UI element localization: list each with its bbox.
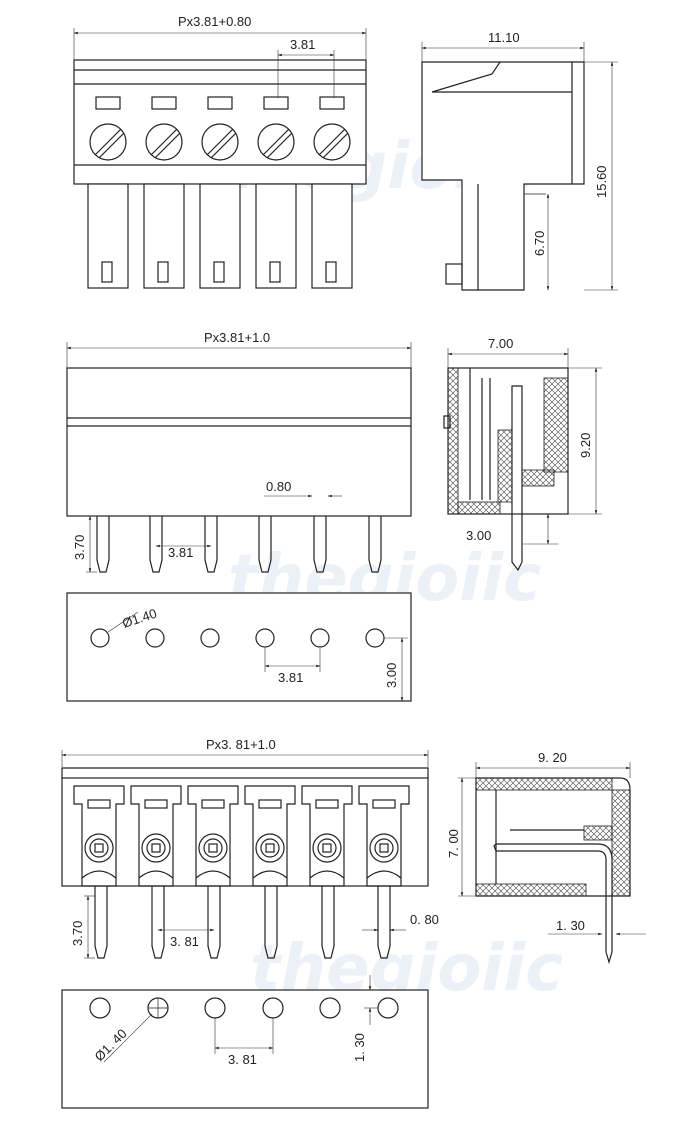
v1-side-height-label: 15.60 (594, 165, 609, 198)
v4-side-offset-label: 1. 30 (556, 918, 585, 933)
v1-side-lower-label: 6.70 (532, 231, 547, 256)
v4-pitch-label: 3. 81 (170, 934, 199, 949)
view1-plug-front: Px3.81+0.80 3.81 (73, 14, 367, 289)
ra-header-cells (73, 785, 410, 887)
v4-pin-length-label: 3.70 (70, 921, 85, 946)
v4-side-width-label: 9. 20 (538, 750, 567, 765)
v2-side-pin-label: 3.00 (466, 528, 491, 543)
view4-ra-header-side: 9. 20 7. 00 1. 30 (446, 750, 646, 965)
v3-offset-label: 3.00 (384, 663, 399, 688)
v5-pitch-label: 3. 81 (228, 1052, 257, 1067)
view3-header-footprint: Ø1.40 3.81 3.00 (66, 592, 412, 702)
v2-pitch-label: 3.81 (168, 545, 193, 560)
v2-width-label: Px3.81+1.0 (204, 330, 270, 345)
view2-header-front: Px3.81+1.0 0.80 3.70 3.81 (66, 330, 412, 573)
v2-pin-width-label: 0.80 (266, 479, 291, 494)
ra-header-pins (94, 886, 391, 959)
footprint-holes-2 (89, 997, 399, 1019)
view5-ra-footprint: Ø1. 40 3. 81 1. 30 (61, 975, 429, 1109)
plug-legs (87, 183, 353, 289)
plug-body (73, 59, 367, 185)
header-pins (96, 516, 382, 573)
v1-width-label: Px3.81+0.80 (178, 14, 251, 29)
v2-side-width-label: 7.00 (488, 336, 513, 351)
header-body (66, 367, 412, 517)
view4-ra-header-front: Px3. 81+1.0 3.70 3. 81 0. 80 (61, 737, 439, 959)
view1-plug-side: 11.10 15.60 6.70 (421, 30, 618, 291)
v2-pin-length-label: 3.70 (72, 535, 87, 560)
plug-screws (89, 123, 351, 161)
v3-pitch-label: 3.81 (278, 670, 303, 685)
v1-side-width-label: 11.10 (488, 30, 520, 45)
v2-side-height-label: 9.20 (578, 433, 593, 458)
v4-pin-width-label: 0. 80 (410, 912, 439, 927)
v5-offset-label: 1. 30 (352, 1033, 367, 1062)
v4-width-label: Px3. 81+1.0 (206, 737, 276, 752)
v4-side-height-label: 7. 00 (446, 829, 461, 858)
v1-pitch-label: 3.81 (290, 37, 315, 52)
plug-windows (95, 96, 345, 110)
view2-header-side: 7.00 9.20 3.00 (443, 336, 602, 572)
